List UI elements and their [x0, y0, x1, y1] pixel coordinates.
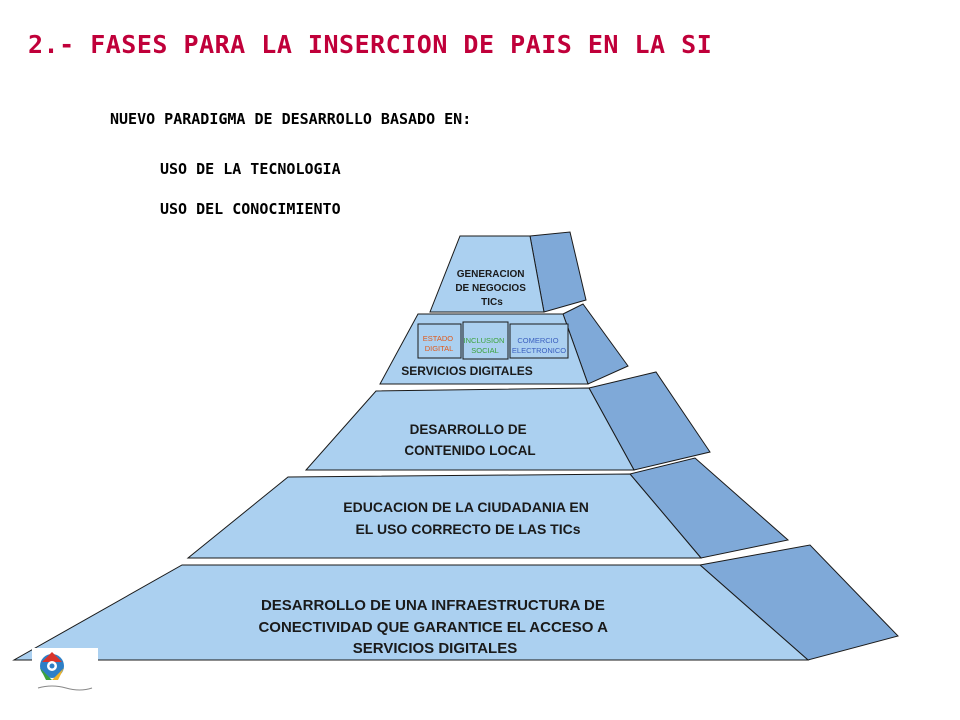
- pyramid-level-4: ESTADO DIGITAL INCLUSION SOCIAL COMERCIO…: [379, 303, 629, 385]
- level-5-line-3: TICs: [481, 297, 503, 308]
- inclusion-line-2: SOCIAL: [471, 346, 499, 355]
- subtitle: NUEVO PARADIGMA DE DESARROLLO BASADO EN:: [110, 110, 472, 128]
- level-1-line-3: SERVICIOS DIGITALES: [353, 640, 517, 657]
- level-2-front: [186, 473, 703, 559]
- page-title: 2.- FASES PARA LA INSERCION DE PAIS EN L…: [28, 30, 713, 59]
- box-inclusion-social-text: INCLUSION SOCIAL: [464, 336, 507, 355]
- pyramid-level-2: EDUCACION DE LA CIUDADANIA EN EL USO COR…: [186, 457, 790, 559]
- level-5-front: [429, 235, 545, 313]
- level-3-front: [304, 387, 635, 471]
- svg-text:DESARROLLO DE UNA INFRAESTRUCT: DESARROLLO DE UNA INFRAESTRUCTURA DE CON…: [258, 597, 611, 657]
- pyramid-level-5: GENERACION DE NEGOCIOS TICs: [429, 231, 587, 313]
- pyramid-level-3: DESARROLLO DE CONTENIDO LOCAL: [304, 371, 711, 471]
- level-2-line-1: EDUCACION DE LA CIUDADANIA EN: [343, 499, 589, 515]
- box-comercio-electronico: [509, 323, 569, 359]
- level-2-line-2: EL USO CORRECTO DE LAS TICs: [355, 521, 580, 537]
- inclusion-line-1: INCLUSION: [464, 336, 505, 345]
- bullet-conocimiento: USO DEL CONOCIMIENTO: [160, 200, 341, 218]
- comercio-line-1: COMERCIO: [517, 336, 558, 345]
- organization-logo: [32, 648, 98, 696]
- level-3-line-1: DESARROLLO DE: [410, 422, 527, 437]
- level-3-line-2: CONTENIDO LOCAL: [404, 443, 535, 458]
- level-4-label: SERVICIOS DIGITALES: [401, 364, 533, 378]
- level-1-line-1: DESARROLLO DE UNA INFRAESTRUCTURA DE: [261, 597, 605, 614]
- svg-text:EDUCACION DE LA CIUDADANIA E: EDUCACION DE LA CIUDADANIA EN EL USO COR…: [343, 499, 592, 537]
- level-1-line-2: CONECTIVIDAD QUE GARANTICE EL ACCESO A: [258, 619, 608, 636]
- svg-text:DESARROLLO DE CONTENIDO: DESARROLLO DE CONTENIDO LOCAL: [404, 422, 535, 458]
- box-inclusion-social: [462, 321, 509, 360]
- level-5-line-2: DE NEGOCIOS: [455, 283, 526, 294]
- comercio-line-2: ELECTRONICO: [512, 346, 566, 355]
- estado-line-1: ESTADO: [423, 334, 453, 343]
- level-1-front: [12, 564, 810, 661]
- bullet-tecnologia: USO DE LA TECNOLOGIA: [160, 160, 341, 178]
- box-comercio-electronico-text: COMERCIO ELECTRONICO: [512, 336, 566, 355]
- pyramid-level-1: DESARROLLO DE UNA INFRAESTRUCTURA DE CON…: [12, 544, 899, 661]
- svg-text:GENERACION DE NEGOCIOS: GENERACION DE NEGOCIOS TICs: [455, 269, 528, 308]
- box-estado-digital-text: ESTADO DIGITAL: [423, 334, 455, 353]
- box-estado-digital: [417, 323, 462, 359]
- level-5-line-1: GENERACION: [457, 269, 525, 280]
- estado-line-2: DIGITAL: [425, 344, 454, 353]
